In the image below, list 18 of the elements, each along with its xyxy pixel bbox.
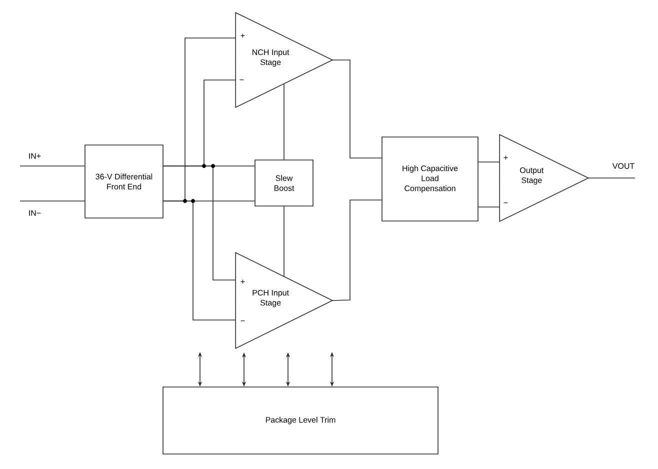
wire: [332, 60, 382, 158]
wire: [478, 206, 500, 208]
block-box: Package Level Trim: [162, 386, 438, 454]
wire: [163, 200, 236, 320]
pin-label: IN+: [29, 153, 41, 159]
wire: [163, 166, 236, 280]
pin-sign: +: [504, 156, 508, 160]
pin-label: IN−: [29, 210, 41, 216]
pin-sign: +: [240, 280, 245, 284]
wire: [332, 200, 382, 301]
pin-sign: +: [240, 34, 245, 38]
block-box: Slew Boost: [254, 160, 314, 206]
wire: [20, 200, 85, 202]
pin-label: VOUT: [612, 163, 634, 169]
pin-sign: −: [240, 320, 245, 322]
pin-sign: −: [504, 202, 508, 204]
block-box: 36-V Differential Front End: [84, 144, 164, 218]
block-box: High Capacitive Load Compensation: [382, 136, 478, 222]
